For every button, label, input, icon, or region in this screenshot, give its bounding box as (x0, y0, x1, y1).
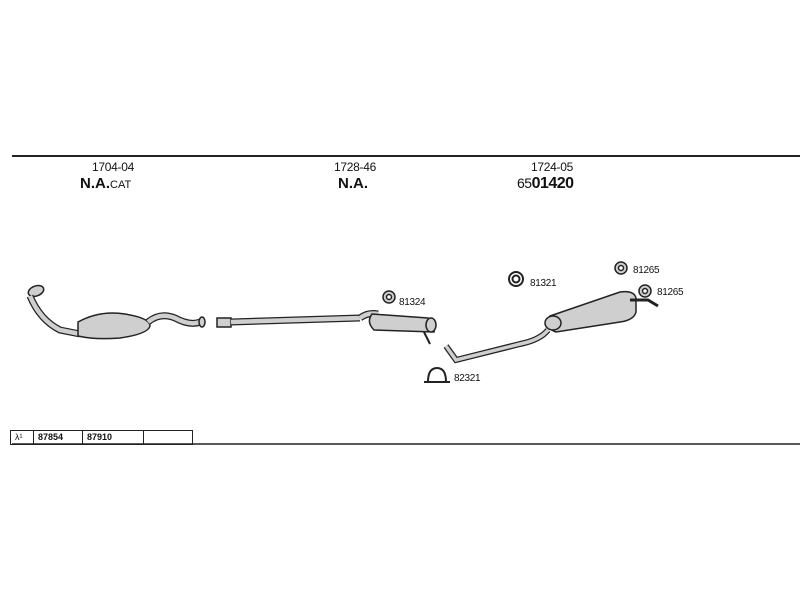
footer-symbol: λ¹ (11, 431, 34, 444)
part-no-2: 1728-46 (334, 160, 376, 174)
ref-81321: 81321 (530, 278, 557, 289)
ref-82321: 82321 (454, 373, 481, 384)
footer-cell-3 (144, 431, 192, 444)
front-pipe-catalyst (26, 284, 206, 340)
part-code-3: 6501420 (517, 175, 574, 193)
part-code-3-prefix: 65 (517, 175, 532, 191)
ring-81321-shape (508, 271, 524, 287)
rear-silencer (443, 290, 659, 364)
part-type-2: N.A. (338, 175, 368, 192)
part-no-3: 1724-05 (531, 160, 573, 174)
footer-cell-2: 87910 (83, 431, 144, 444)
part-type-1: N.A.CAT (80, 175, 131, 192)
part-code-3-main: 01420 (531, 175, 575, 192)
part-type-1-main: N.A. (80, 175, 110, 192)
ref-81324: 81324 (399, 297, 426, 308)
ref-81265-b: 81265 (657, 287, 684, 298)
clamp-82321-shape (424, 366, 450, 383)
rubber-81265-a-shape (614, 261, 628, 275)
rubber-81265-b-shape (638, 284, 652, 298)
ref-81265-a: 81265 (633, 265, 660, 276)
footer-cell-1: 87854 (34, 431, 83, 444)
footer-table: λ¹ 87854 87910 (10, 430, 193, 445)
middle-silencer (216, 310, 437, 345)
hanger-81324-shape (382, 290, 396, 304)
part-type-1-suffix: CAT (110, 179, 132, 191)
part-no-1: 1704-04 (92, 160, 134, 174)
